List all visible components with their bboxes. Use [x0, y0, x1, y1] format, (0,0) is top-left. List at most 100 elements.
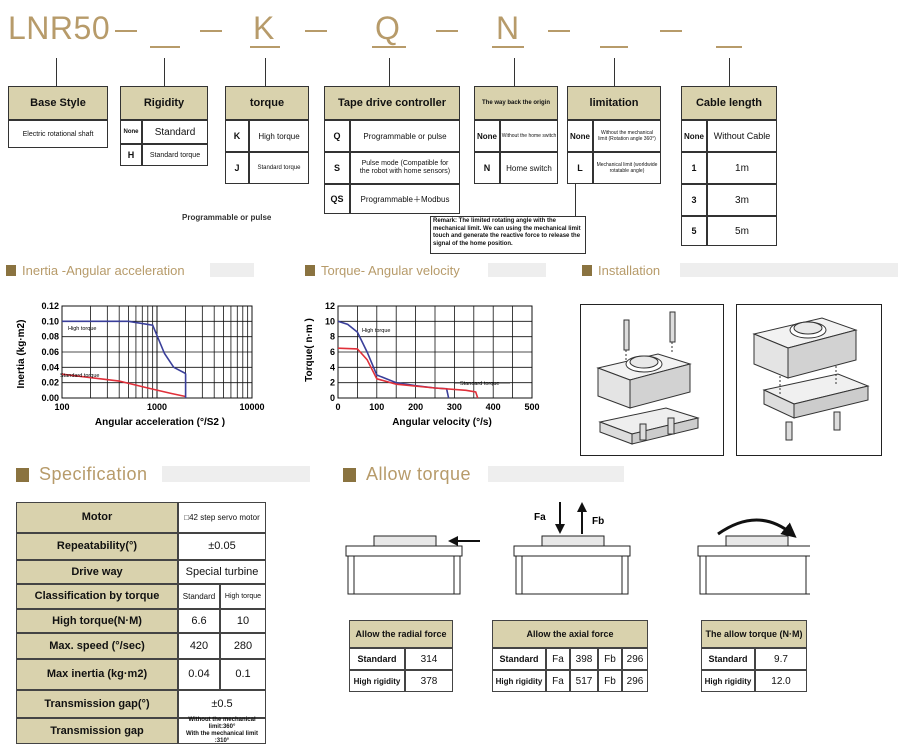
- y-tick-label: 6: [330, 347, 335, 357]
- spec-label: Drive way: [16, 560, 178, 584]
- spec-value: 420: [178, 633, 220, 659]
- section-marker-icon: [6, 265, 16, 276]
- underscore-seg: [250, 46, 280, 48]
- spec-sub-header: Standard: [178, 584, 220, 609]
- cable-code: None: [681, 120, 707, 152]
- model-code-torque: K: [253, 10, 275, 46]
- y-tick-label: 0: [330, 393, 335, 403]
- underscore-seg: [372, 46, 406, 48]
- section-bar: [210, 263, 254, 277]
- series-label-standard: Standard torque: [460, 381, 499, 387]
- fb-label: Fb: [592, 516, 604, 527]
- remark-connector: [575, 184, 576, 216]
- cable-code: 3: [681, 184, 707, 216]
- allow-torque-title: The allow torque (N·M): [701, 620, 807, 648]
- y-tick-label: 0.12: [41, 301, 59, 311]
- rigidity-label: Standard: [142, 120, 208, 144]
- y-tick-label: 10: [325, 316, 335, 326]
- connector: [729, 58, 730, 86]
- way-back-code: None: [474, 120, 500, 152]
- limitation-code: L: [567, 152, 593, 184]
- installation-image-2: [736, 304, 882, 456]
- section-marker-icon: [305, 265, 315, 276]
- spec-label: Transmission gap(°): [16, 690, 178, 718]
- radial-row-value: 378: [405, 670, 453, 692]
- spec-label: Max. speed (°/sec): [16, 633, 178, 659]
- x-tick-label: 100: [369, 402, 384, 412]
- section-installation-title: Installation: [598, 263, 661, 278]
- spec-value: 0.1: [220, 659, 266, 690]
- radial-row-label: Standard: [349, 648, 405, 670]
- spec-value: 10: [220, 609, 266, 633]
- spec-value-line: With the mechanical limit :310°: [186, 731, 258, 744]
- y-tick-label: 0.04: [41, 362, 59, 372]
- section-marker-icon: [582, 265, 592, 276]
- chart-grid: [61, 305, 253, 399]
- axial-fb-value: 296: [622, 670, 648, 692]
- x-tick-label: 200: [408, 402, 423, 412]
- torque-device: [697, 518, 810, 595]
- axial-fa-value: 517: [570, 670, 598, 692]
- axial-fb-value: 296: [622, 648, 648, 670]
- radial-row-value: 314: [405, 648, 453, 670]
- x-tick-label: 0: [335, 402, 340, 412]
- section-bar: [162, 466, 310, 482]
- x-tick-label: 10000: [239, 402, 264, 412]
- x-tick-label: 500: [524, 402, 539, 412]
- cable-header: Cable length: [681, 86, 777, 120]
- x-tick-label: 1000: [147, 402, 167, 412]
- x-axis-label: Angular acceleration (°/S2 ): [95, 417, 225, 428]
- section-marker-icon: [16, 467, 29, 482]
- base-style-header: Base Style: [8, 86, 108, 120]
- section-specification: Specification: [16, 464, 148, 485]
- section-allow-torque-title: Allow torque: [366, 464, 472, 484]
- tape-drive-code: S: [324, 152, 350, 184]
- cable-label: 5m: [707, 216, 777, 246]
- y-tick-label: 0.02: [41, 378, 59, 388]
- y-tick-label: 2: [330, 378, 335, 388]
- spec-label: Max inertia (kg·m2): [16, 659, 178, 690]
- underscore-seg: [716, 46, 742, 48]
- y-tick-label: 0.08: [41, 332, 59, 342]
- chart-series: [61, 320, 187, 398]
- fa-label: Fa: [534, 512, 546, 523]
- limitation-label: Without the mechanical limit (Rotation a…: [593, 120, 661, 152]
- way-back-label: Without the home switch: [500, 120, 558, 152]
- spec-value: □42 step servo motor: [178, 502, 266, 533]
- series-line: [61, 373, 186, 398]
- allow-torque-value: 12.0: [755, 670, 807, 692]
- torque-code: J: [225, 152, 249, 184]
- model-code-origin: N: [496, 10, 520, 46]
- allow-torque-illustration: Fa Fb: [345, 502, 810, 595]
- rigidity-code: H: [120, 144, 142, 166]
- y-tick-label: 4: [330, 362, 335, 372]
- y-tick-label: 0.10: [41, 316, 59, 326]
- axial-table-title: Allow the axial force: [492, 620, 648, 648]
- dash-seg: [200, 30, 222, 32]
- dash-seg: [436, 30, 458, 32]
- way-back-label: Home switch: [500, 152, 558, 184]
- cable-code: 1: [681, 152, 707, 184]
- section-inertia-title: Inertia -Angular acceleration: [22, 263, 185, 278]
- spec-label: Repeatability(°): [16, 533, 178, 560]
- section-torque-velocity-title: Torque- Angular velocity: [321, 263, 460, 278]
- axial-force-device: Fa Fb: [513, 502, 631, 595]
- axial-row-label: High rigidity: [492, 670, 546, 692]
- connector: [514, 58, 515, 86]
- spec-value: ±0.5: [178, 690, 266, 718]
- tape-drive-label: Programmable or pulse: [350, 120, 460, 152]
- tape-drive-header: Tape drive controller: [324, 86, 460, 120]
- y-tick-label: 0.06: [41, 347, 59, 357]
- y-tick-label: 8: [330, 332, 335, 342]
- rigidity-header: Rigidity: [120, 86, 208, 120]
- axial-row-label: Standard: [492, 648, 546, 670]
- dash-seg: [660, 30, 682, 32]
- series-label-high: High torque: [362, 328, 390, 334]
- tape-drive-code: Q: [324, 120, 350, 152]
- spec-value: 6.6: [178, 609, 220, 633]
- section-inertia: Inertia -Angular acceleration: [6, 263, 185, 278]
